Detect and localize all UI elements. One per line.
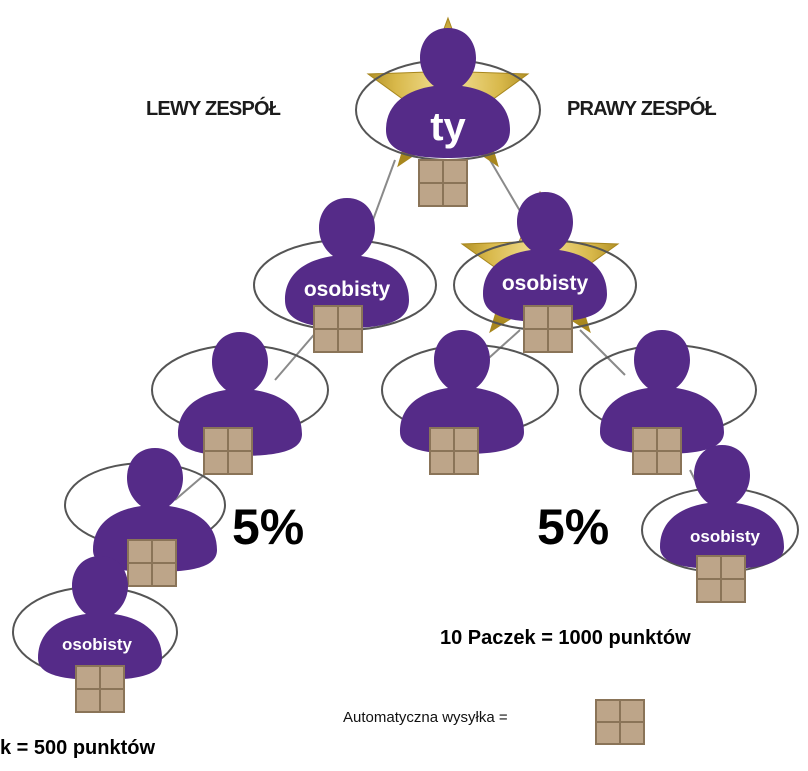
person-label: osobisty bbox=[62, 635, 132, 654]
box-icon bbox=[127, 539, 177, 587]
person-silhouette bbox=[178, 332, 302, 456]
right-percent: 5% bbox=[537, 499, 610, 555]
left-percent: 5% bbox=[232, 499, 305, 555]
person-silhouette bbox=[400, 330, 524, 454]
person-label: ty bbox=[430, 105, 466, 149]
person-right-2a bbox=[381, 330, 559, 475]
box-icon bbox=[696, 555, 746, 603]
left-team-label: LEWY ZESPÓŁ bbox=[146, 98, 281, 120]
box-icon bbox=[429, 427, 479, 475]
box-icon bbox=[313, 305, 363, 353]
box-icon bbox=[418, 159, 468, 207]
person-silhouette bbox=[386, 28, 510, 158]
person-label: osobisty bbox=[304, 278, 391, 301]
person-right-bottom: osobisty bbox=[641, 445, 799, 603]
person-silhouette bbox=[600, 330, 724, 454]
person-left-2 bbox=[151, 332, 329, 475]
person-silhouette bbox=[285, 198, 409, 328]
person-silhouette bbox=[483, 192, 607, 322]
right-points-text: 10 Paczek = 1000 punktów bbox=[440, 627, 691, 649]
person-right-2b bbox=[579, 330, 757, 475]
person-left-bottom: osobisty bbox=[12, 556, 178, 713]
person-top: ty bbox=[355, 28, 541, 207]
person-silhouette bbox=[93, 448, 217, 572]
auto-shipping-text: Automatyczna wysyłka = bbox=[343, 709, 508, 726]
box-icon bbox=[75, 665, 125, 713]
link-right1-right2b bbox=[579, 329, 626, 376]
person-silhouette bbox=[38, 556, 162, 680]
person-label: osobisty bbox=[690, 527, 760, 546]
person-silhouette bbox=[660, 445, 784, 569]
box-icon bbox=[523, 305, 573, 353]
person-left-1: osobisty bbox=[253, 198, 437, 353]
link-top-left bbox=[369, 159, 396, 229]
right-team-label: PRAWY ZESPÓŁ bbox=[567, 98, 717, 120]
legend-box-icon bbox=[595, 699, 645, 745]
person-left-3 bbox=[64, 448, 226, 587]
box-icon bbox=[203, 427, 253, 475]
person-label: osobisty bbox=[502, 272, 589, 295]
box-icon bbox=[632, 427, 682, 475]
left-points-text: k = 500 punktów bbox=[0, 737, 156, 759]
person-right-1: osobisty bbox=[453, 192, 637, 353]
